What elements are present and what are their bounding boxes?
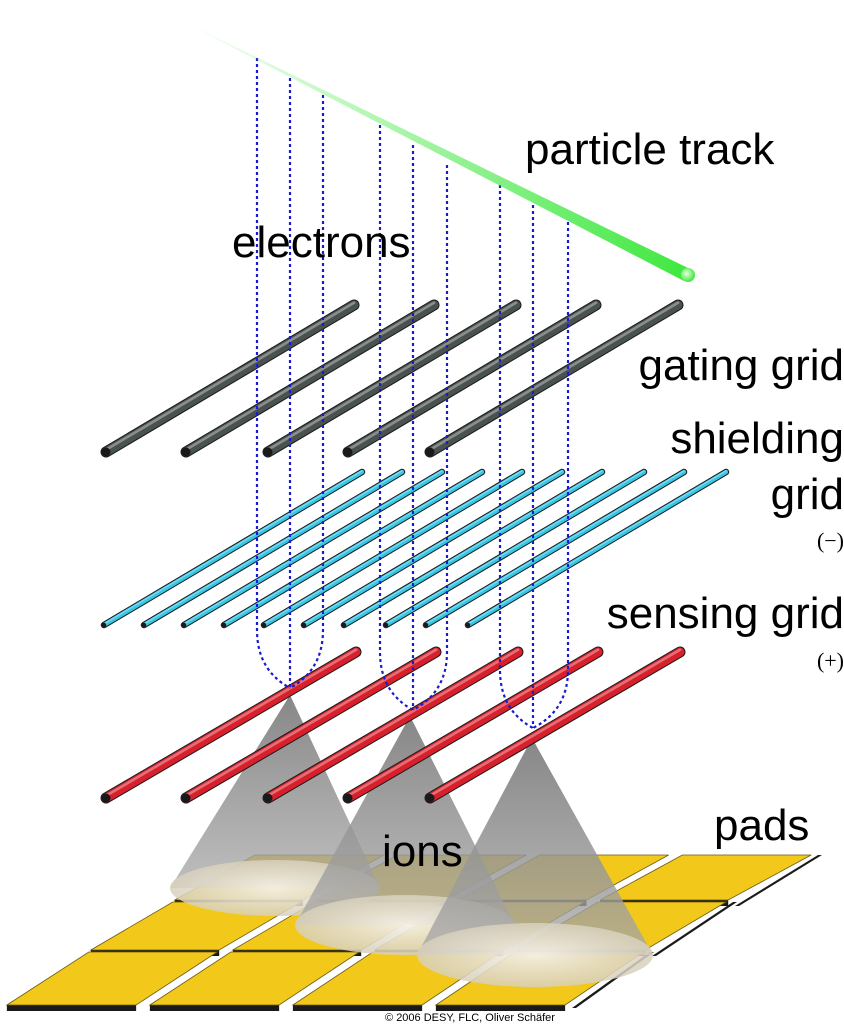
pads-label: pads (714, 801, 809, 850)
shielding-wire (423, 469, 687, 628)
electron-path (412, 165, 449, 711)
pad-edge (735, 855, 822, 906)
electron-drift-paths (255, 58, 570, 729)
sensing-wire (181, 647, 441, 803)
shielding-wire-highlight (103, 470, 363, 625)
shielding-wire (383, 469, 647, 628)
sensing-wire-endcap (181, 793, 191, 803)
sensing-wire-endcap (101, 793, 111, 803)
gating-wire (181, 300, 439, 457)
sensing-wire (425, 647, 685, 803)
shielding-wire (341, 469, 605, 628)
gating-wire-endcap (263, 447, 273, 457)
sensing-wire-highlight (428, 648, 682, 798)
gating-wire-endcap (425, 447, 435, 457)
shielding-wire-endcap (181, 622, 187, 628)
shielding-wire-highlight (425, 470, 685, 625)
shielding-wire (141, 469, 405, 628)
gating-wire-highlight (266, 301, 518, 452)
shielding-wire (301, 469, 565, 628)
electron-path (532, 222, 570, 729)
ion-cones (170, 695, 653, 987)
shielding-wire-endcap (423, 622, 429, 628)
shielding-wire-highlight (183, 470, 443, 625)
gating-grid-label: gating grid (639, 341, 844, 390)
sensing-grid-wires (100, 646, 686, 804)
pad-edge (435, 1005, 566, 1011)
gating-grid-wires (100, 299, 684, 458)
sensing-grid-label: sensing grid (607, 589, 844, 638)
particle-track (170, 15, 695, 282)
electron-path (289, 95, 325, 689)
electron-path (498, 185, 534, 729)
gating-wire-highlight (184, 301, 436, 452)
ion-cone (295, 716, 515, 925)
ion-cone (417, 738, 653, 955)
shielding-wire (261, 469, 525, 628)
shielding-grid-wires (100, 468, 730, 629)
electron-path (255, 58, 291, 689)
shielding-wire-highlight (263, 470, 523, 625)
sensing-wire (263, 647, 523, 803)
shielding-wire (221, 469, 485, 628)
shielding-wire (181, 469, 445, 628)
particle-track-label: particle track (525, 125, 775, 174)
gating-wire (425, 300, 683, 457)
ions-label: ions (382, 827, 463, 876)
shielding-wire-highlight (467, 470, 727, 625)
shielding-grid-label-line1: shielding (670, 414, 844, 463)
shielding-wire-endcap (383, 622, 389, 628)
shielding-wire-highlight (385, 470, 645, 625)
shielding-wire-endcap (141, 622, 147, 628)
sensing-wire-endcap (343, 793, 353, 803)
shielding-wire-endcap (465, 622, 471, 628)
sensing-wire (343, 647, 603, 803)
shielding-grid-label-line2: grid (771, 470, 844, 519)
sensing-wire-highlight (184, 648, 438, 798)
pad (599, 854, 812, 901)
sensing-wire (101, 647, 361, 803)
pad-edge (6, 1005, 137, 1011)
shielding-wire-endcap (261, 622, 267, 628)
sensing-wire-endcap (425, 793, 435, 803)
shielding-wire-endcap (341, 622, 347, 628)
pad-edge (292, 1005, 423, 1011)
gating-wire (343, 300, 601, 457)
shielding-wire-endcap (101, 622, 107, 628)
pad (5, 951, 219, 1006)
gating-wire (101, 300, 359, 457)
pad (148, 951, 361, 1006)
shielding-wire-endcap (301, 622, 307, 628)
shielding-wire-endcap (221, 622, 227, 628)
pad-edge (652, 902, 737, 956)
shielding-wire-highlight (143, 470, 403, 625)
shielding-wire-highlight (303, 470, 563, 625)
shielding-grid-sign: (−) (817, 528, 844, 553)
shielding-wire-highlight (223, 470, 483, 625)
sensing-wire-highlight (266, 648, 520, 798)
shielding-wire (101, 469, 365, 628)
sensing-wire-highlight (346, 648, 600, 798)
electron-path (378, 125, 414, 711)
gating-wire-highlight (428, 301, 680, 452)
sensing-wire-highlight (104, 648, 358, 798)
ion-cone-base (417, 923, 653, 987)
electrons-label: electrons (232, 218, 411, 267)
gating-wire-endcap (343, 447, 353, 457)
gating-wire-endcap (101, 447, 111, 457)
gating-wire (263, 300, 521, 457)
copyright-notice: © 2006 DESY, FLC, Oliver Schäfer (385, 1012, 555, 1024)
gating-wire-endcap (181, 447, 191, 457)
pad-edge (149, 1005, 280, 1011)
shielding-wire (465, 469, 729, 628)
sensing-wire-endcap (263, 793, 273, 803)
sensing-grid-sign: (+) (817, 648, 844, 673)
gating-wire-highlight (104, 301, 356, 452)
shielding-wire-highlight (343, 470, 603, 625)
gating-wire-highlight (346, 301, 598, 452)
